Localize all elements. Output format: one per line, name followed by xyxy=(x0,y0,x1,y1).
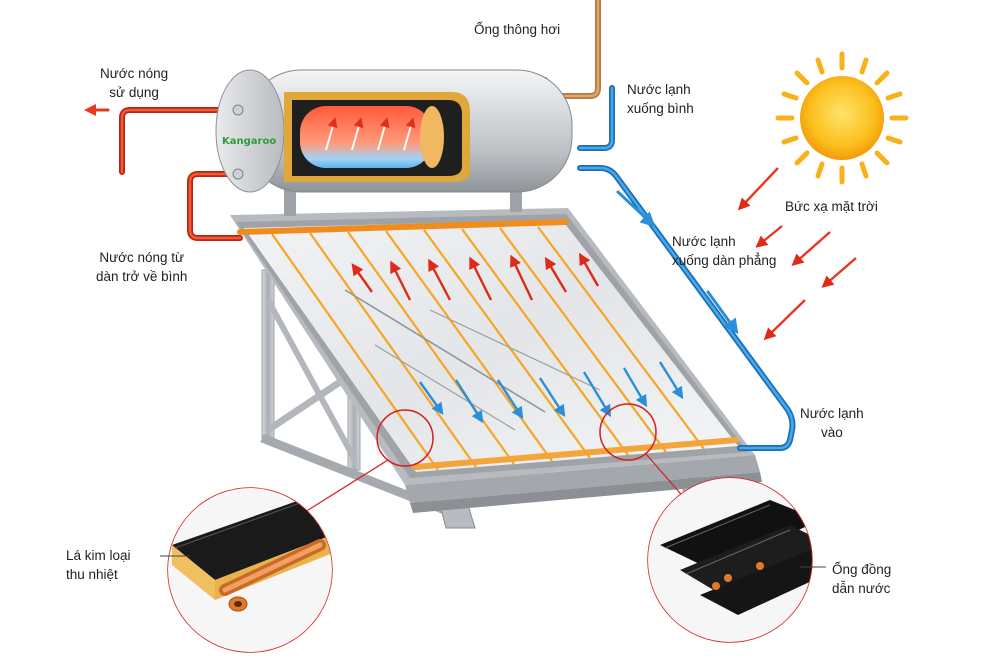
label-solar-radiation-text: Bức xạ mặt trời xyxy=(785,199,878,214)
pipes xyxy=(119,0,796,451)
cold-flow-arrows xyxy=(419,361,684,424)
label-copper-tube: Ống đồng dẫn nước xyxy=(832,560,891,598)
label-cold-to-tank-line1: Nước lạnh xyxy=(627,82,691,97)
label-cold-in-line1: Nước lạnh xyxy=(800,406,864,421)
label-cold-to-panel-line2: xuống dàn phẳng xyxy=(672,253,777,268)
storage-tank: Kangaroo xyxy=(215,69,573,216)
label-absorber-plate-line1: Lá kim loại xyxy=(66,548,131,563)
label-copper-tube-line1: Ống đồng xyxy=(832,562,892,577)
label-vent-pipe: Ống thông hơi xyxy=(474,20,560,39)
label-cold-to-panel-line1: Nước lạnh xyxy=(672,234,736,249)
label-hot-use-line2: sử dụng xyxy=(109,85,159,100)
label-absorber-plate-line2: thu nhiệt xyxy=(66,567,118,582)
label-hot-return: Nước nóng từ dàn trở về bình xyxy=(96,248,187,286)
sun-icon xyxy=(775,51,909,185)
label-copper-tube-line2: dẫn nước xyxy=(832,581,891,596)
copper-tube-detail xyxy=(647,477,813,643)
hot-flow-arrows xyxy=(351,252,600,301)
label-vent-pipe-text: Ống thông hơi xyxy=(474,22,561,37)
radiation-arrows xyxy=(737,167,857,341)
zoom-marker-right xyxy=(599,403,657,461)
label-hot-water-use: Nước nóng sử dụng xyxy=(100,64,168,102)
label-solar-radiation: Bức xạ mặt trời xyxy=(785,197,878,216)
zoom-marker-left xyxy=(376,409,434,467)
label-hot-return-line1: Nước nóng từ xyxy=(99,250,185,265)
label-hot-use-line1: Nước nóng xyxy=(100,66,169,81)
label-absorber-plate: Lá kim loại thu nhiệt xyxy=(66,546,131,584)
label-cold-to-panel: Nước lạnh xuống dàn phẳng xyxy=(672,232,776,270)
pipe-flow-arrows xyxy=(84,104,739,335)
label-cold-to-tank: Nước lạnh xuống bình xyxy=(627,80,694,118)
brand-logo: Kangaroo xyxy=(222,136,276,147)
label-cold-to-tank-line2: xuống bình xyxy=(627,101,694,116)
label-cold-in: Nước lạnh vào xyxy=(800,404,864,442)
absorber-plate-detail xyxy=(167,487,333,653)
label-hot-return-line2: dàn trở về bình xyxy=(96,269,188,284)
label-cold-in-line2: vào xyxy=(820,425,843,440)
